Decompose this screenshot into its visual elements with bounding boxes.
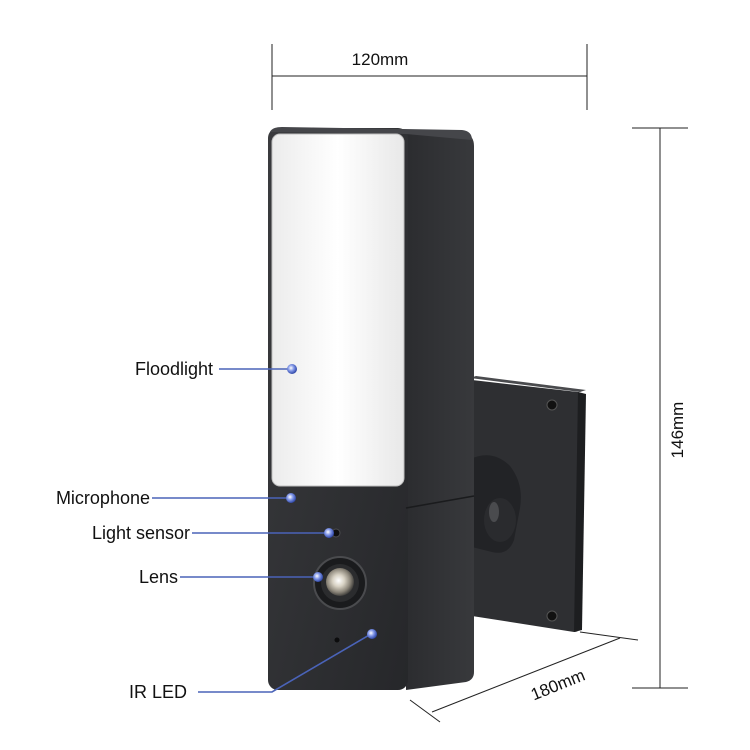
body-side-face bbox=[404, 134, 474, 690]
depth-dim-line bbox=[431, 637, 621, 713]
lens-marker-icon bbox=[313, 572, 323, 582]
width-dimension bbox=[271, 44, 588, 110]
ir-led-marker-icon bbox=[367, 629, 377, 639]
mount-plate bbox=[472, 380, 584, 632]
height-dimension-label: 146mm bbox=[668, 402, 687, 459]
depth-dim-tick-right bbox=[579, 631, 639, 641]
callout-dots bbox=[286, 364, 377, 639]
depth-dim-tick-left bbox=[409, 699, 441, 723]
ir-led-icon bbox=[334, 637, 340, 643]
lens-icon bbox=[326, 568, 354, 596]
callout-leaders bbox=[152, 368, 372, 693]
light-sensor-label: Light sensor bbox=[92, 523, 190, 543]
light-sensor-marker-icon bbox=[324, 528, 334, 538]
mount-knob bbox=[484, 498, 516, 542]
wall-mount bbox=[468, 376, 586, 632]
height-dimension bbox=[632, 127, 688, 689]
mount-plate-side bbox=[470, 376, 586, 392]
screw-hole-icon bbox=[546, 610, 558, 622]
mount-knob-highlight bbox=[489, 502, 499, 522]
body-top bbox=[270, 127, 472, 140]
mount-plate-edge bbox=[574, 392, 586, 632]
floodlight-label: Floodlight bbox=[135, 359, 213, 379]
body-seam bbox=[405, 495, 475, 509]
floodlight-panel bbox=[271, 133, 405, 487]
width-dimension-label: 120mm bbox=[352, 50, 409, 69]
depth-dimension bbox=[409, 631, 639, 723]
microphone-label: Microphone bbox=[56, 488, 150, 508]
camera-body bbox=[268, 127, 475, 690]
ir-led-label: IR LED bbox=[129, 682, 187, 702]
lens-label: Lens bbox=[139, 567, 178, 587]
depth-dimension-label: 180mm bbox=[528, 665, 588, 704]
ir-led-leader bbox=[198, 633, 372, 693]
screw-hole-icon bbox=[546, 399, 558, 411]
microphone-marker-icon bbox=[286, 493, 296, 503]
floodlight-marker-icon bbox=[287, 364, 297, 374]
